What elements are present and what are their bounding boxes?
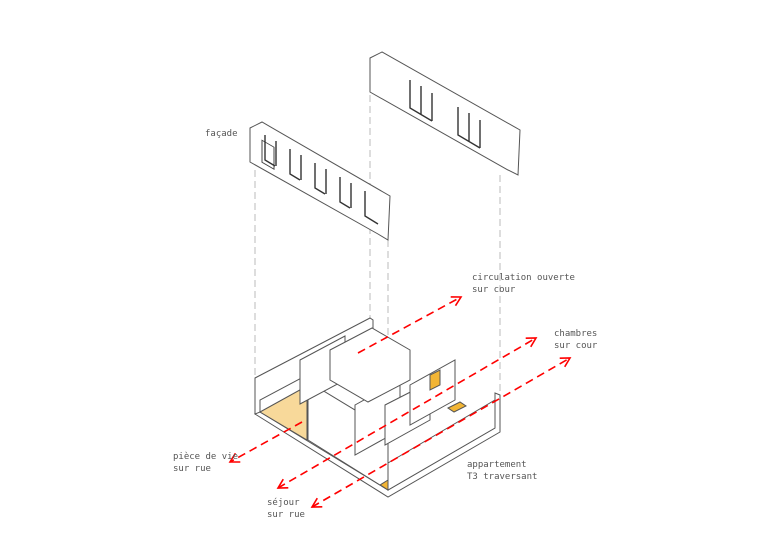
- arrow-sejour-2: [310, 357, 572, 508]
- apartment-model: [253, 317, 501, 498]
- facade-street: [249, 121, 391, 241]
- label-facade: façade: [205, 129, 238, 139]
- facade-courtyard: [369, 51, 521, 176]
- orientation-arrows: [228, 296, 572, 508]
